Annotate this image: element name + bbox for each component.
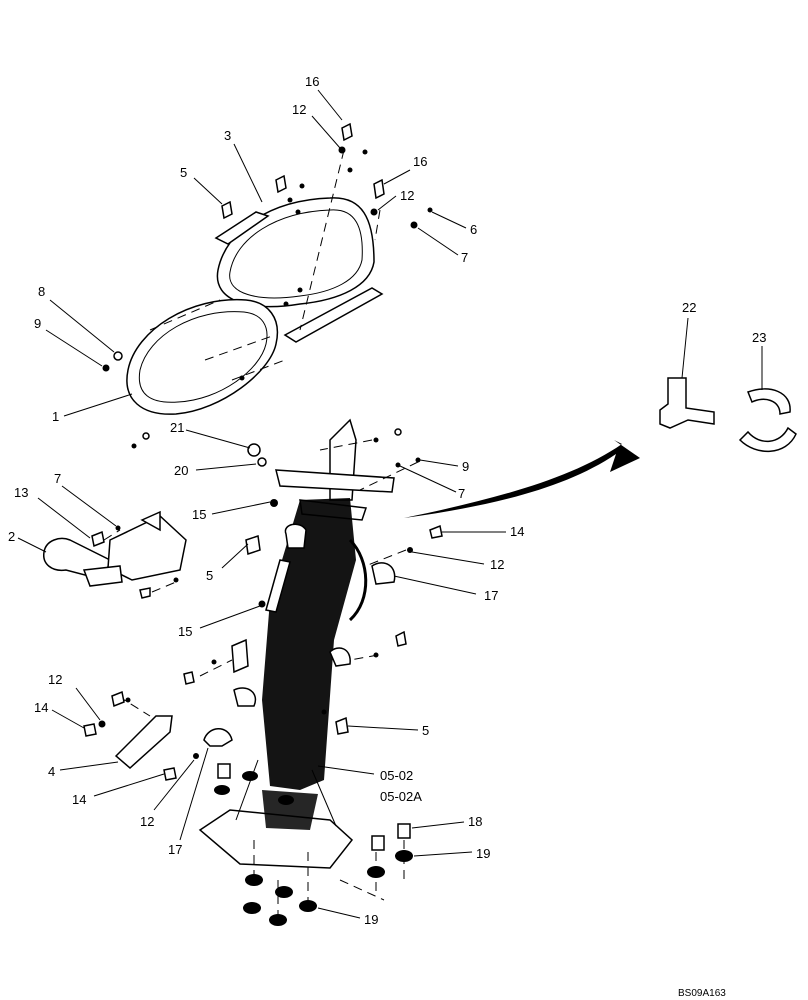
callout-9-right: 9 bbox=[462, 459, 469, 474]
callout-17-bottom: 17 bbox=[168, 842, 182, 857]
callout-3: 3 bbox=[224, 128, 231, 143]
callout-05-02: 05-02 bbox=[380, 768, 413, 783]
callout-6: 6 bbox=[470, 222, 477, 237]
callout-5-top: 5 bbox=[180, 165, 187, 180]
lower-left-parts bbox=[83, 690, 317, 926]
callout-20: 20 bbox=[174, 463, 188, 478]
switch-assembly-2 bbox=[43, 510, 187, 599]
bracket-4 bbox=[114, 715, 173, 769]
callout-05-02a: 05-02A bbox=[380, 789, 422, 804]
callout-4: 4 bbox=[48, 764, 55, 779]
upper-bezel-assembly bbox=[102, 122, 433, 449]
callout-7-top: 7 bbox=[461, 250, 468, 265]
callout-12-bottom: 12 bbox=[140, 814, 154, 829]
clip-bracket-22 bbox=[659, 377, 715, 429]
callout-19-bottom: 19 bbox=[364, 912, 378, 927]
callout-8: 8 bbox=[38, 284, 45, 299]
leader-lines bbox=[17, 89, 763, 919]
callout-1: 1 bbox=[52, 409, 59, 424]
callout-21: 21 bbox=[170, 420, 184, 435]
callout-5-lower: 5 bbox=[422, 723, 429, 738]
callout-14-right: 14 bbox=[510, 524, 524, 539]
assembly-arrow bbox=[404, 440, 640, 518]
callout-5-middle: 5 bbox=[206, 568, 213, 583]
callout-12-middle: 12 bbox=[490, 557, 504, 572]
callout-23: 23 bbox=[752, 330, 766, 345]
callout-19-right: 19 bbox=[476, 846, 490, 861]
callout-12-right: 12 bbox=[400, 188, 414, 203]
callout-13: 13 bbox=[14, 485, 28, 500]
callout-labels: 16 12 3 5 16 12 6 7 8 9 1 22 23 21 9 20 … bbox=[8, 74, 766, 927]
callout-7-left: 7 bbox=[54, 471, 61, 486]
callout-7-right: 7 bbox=[458, 486, 465, 501]
callout-9-left: 9 bbox=[34, 316, 41, 331]
callout-15-upper: 15 bbox=[192, 507, 206, 522]
callout-12-top: 12 bbox=[292, 102, 306, 117]
callout-16-top: 16 bbox=[305, 74, 319, 89]
callout-14-left: 14 bbox=[34, 700, 48, 715]
front-bezel bbox=[126, 298, 279, 415]
callout-15-lower: 15 bbox=[178, 624, 192, 639]
callout-2: 2 bbox=[8, 529, 15, 544]
callout-22: 22 bbox=[682, 300, 696, 315]
steering-column bbox=[183, 418, 443, 869]
callout-16-right: 16 bbox=[413, 154, 427, 169]
column-base-plate bbox=[198, 809, 354, 869]
callout-18: 18 bbox=[468, 814, 482, 829]
callout-12-lower-left: 12 bbox=[48, 672, 62, 687]
callout-17-right: 17 bbox=[484, 588, 498, 603]
clamp-23 bbox=[738, 388, 797, 453]
cluster-plate bbox=[283, 287, 384, 343]
callout-14-bottom: 14 bbox=[72, 792, 86, 807]
drawing-reference-code: BS09A163 bbox=[678, 988, 726, 999]
lower-right-parts bbox=[339, 823, 413, 901]
